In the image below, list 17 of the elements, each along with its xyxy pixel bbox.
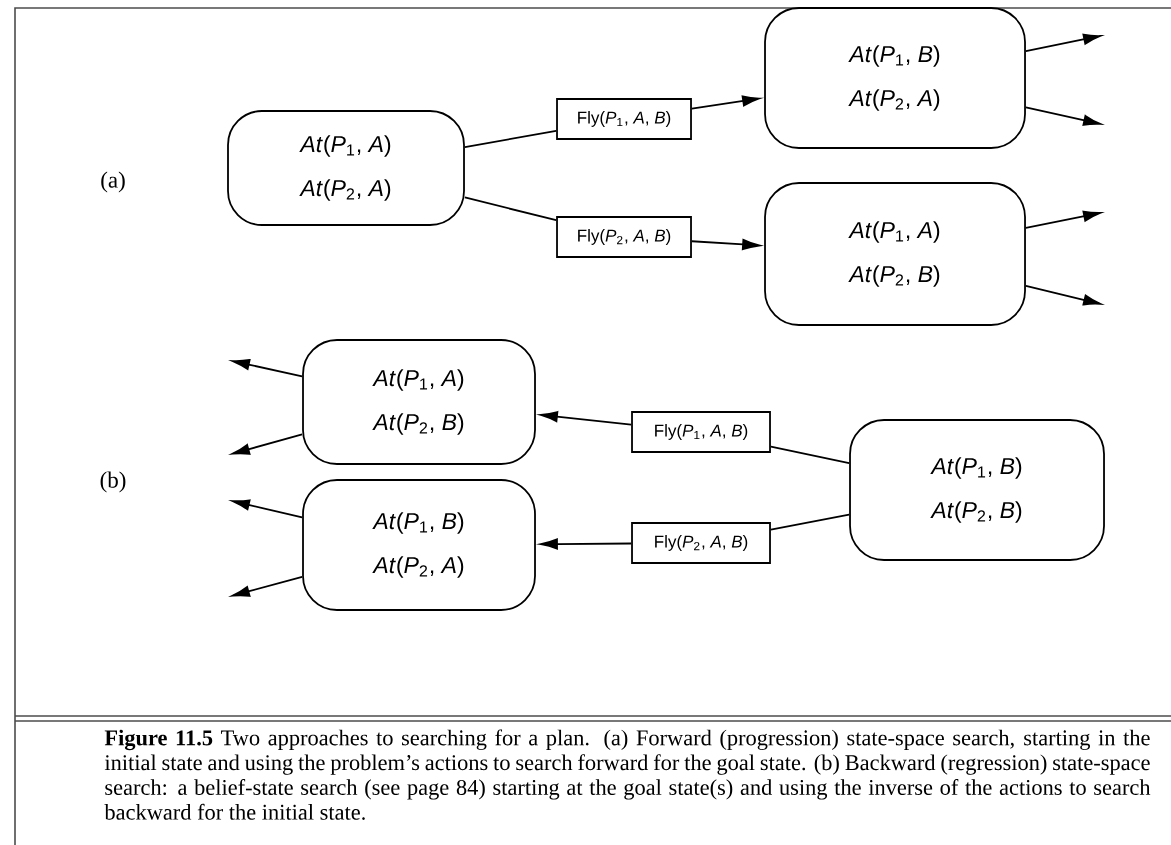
panel-label: (b) [100, 471, 126, 493]
panel-label: (a) [101, 171, 125, 193]
state-box: At(P$_{1}$, A) At(P$_{2}$, B) [764, 182, 1026, 326]
action-box: Fly(P$_{2}$, A, B) [631, 522, 771, 564]
state-box: At(P$_{1}$, B) At(P$_{2}$, A) [764, 7, 1026, 149]
action-box: Fly(P$_{1}$, A, B) [556, 98, 692, 140]
caption: Figure 11.5 Two approaches to searching for a plan. (a) Forward (progression) state-space search, starting in the initial state and using the problem’s actions to search forward for the goal state. (b) Backward (regression) state-space search: a belief-state search (see page 84) starting at the goal state(s) and using the inverse of the actions to search backward for the initial state. [104, 729, 1151, 820]
arrow [231, 575, 303, 597]
arrow [231, 433, 303, 455]
action-box: Fly(P$_{1}$, A, B) [631, 411, 771, 453]
state-box: At(P$_{1}$, A) At(P$_{2}$, A) [227, 110, 465, 226]
state-box: At(P$_{1}$, B) At(P$_{2}$, A) [302, 479, 536, 611]
state-box: At(P$_{1}$, B) At(P$_{2}$, B) [849, 419, 1105, 561]
arrow [1025, 284, 1102, 306]
action-box: Fly(P$_{2}$, A, B) [556, 216, 692, 258]
state-box: At(P$_{1}$, A) At(P$_{2}$, B) [302, 339, 536, 465]
arrow [691, 95, 761, 110]
